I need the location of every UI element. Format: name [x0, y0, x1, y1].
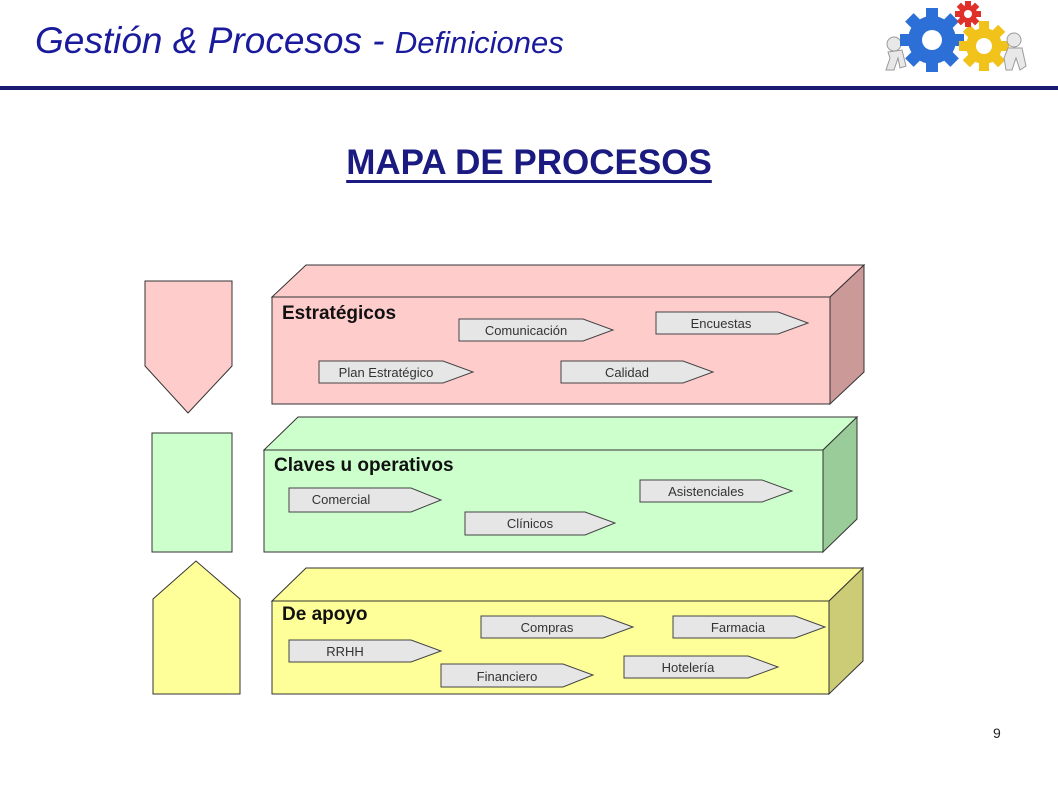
- svg-text:Financiero: Financiero: [477, 669, 538, 684]
- page-number: 9: [993, 725, 1001, 741]
- layer-label-apoyo: De apoyo: [282, 604, 368, 625]
- process-hoteleria: Hotelería: [623, 655, 780, 679]
- svg-text:Hotelería: Hotelería: [662, 660, 716, 675]
- svg-text:Asistenciales: Asistenciales: [668, 484, 744, 499]
- strategic-down-arrow: [144, 280, 233, 414]
- process-rrhh: RRHH: [288, 639, 443, 663]
- process-comunicacion: Comunicación: [458, 318, 615, 342]
- slide-title-sub: Definiciones: [394, 25, 564, 60]
- process-plan-estrategico: Plan Estratégico: [318, 360, 475, 384]
- svg-text:Farmacia: Farmacia: [711, 620, 766, 635]
- svg-text:Encuestas: Encuestas: [691, 316, 752, 331]
- layer-label-estrategicos: Estratégicos: [282, 303, 396, 324]
- process-encuestas: Encuestas: [655, 311, 810, 335]
- slide-title-main: Gestión & Procesos -: [35, 20, 395, 61]
- operative-connector-block: [151, 432, 233, 553]
- svg-text:Comunicación: Comunicación: [485, 323, 567, 338]
- diagram-heading: MAPA DE PROCESOS: [346, 143, 712, 182]
- slide-title: Gestión & Procesos - Definiciones: [35, 20, 564, 62]
- layer-estrategicos: Estratégicos Comunicación Encuestas Plan…: [270, 263, 866, 406]
- svg-text:Plan Estratégico: Plan Estratégico: [339, 365, 434, 380]
- svg-text:Comercial: Comercial: [312, 492, 371, 507]
- svg-text:Calidad: Calidad: [605, 365, 649, 380]
- layer-de-apoyo: De apoyo Compras Farmacia RRHH Hotelería…: [270, 566, 865, 696]
- process-asistenciales: Asistenciales: [639, 479, 794, 503]
- process-calidad: Calidad: [560, 360, 715, 384]
- layer-label-claves: Claves u operativos: [274, 455, 454, 476]
- process-financiero: Financiero: [440, 663, 595, 688]
- title-divider: [0, 86, 1058, 90]
- svg-text:Compras: Compras: [521, 620, 574, 635]
- gears-people-icon: [885, 1, 1027, 72]
- support-up-arrow: [152, 560, 241, 695]
- svg-text:Clínicos: Clínicos: [507, 516, 554, 531]
- svg-text:RRHH: RRHH: [326, 644, 364, 659]
- process-compras: Compras: [480, 615, 635, 639]
- process-farmacia: Farmacia: [672, 615, 827, 639]
- process-clinicos: Clínicos: [464, 511, 617, 536]
- process-comercial: Comercial: [288, 487, 443, 513]
- layer-claves-operativos: Claves u operativos Comercial Asistencia…: [262, 415, 859, 554]
